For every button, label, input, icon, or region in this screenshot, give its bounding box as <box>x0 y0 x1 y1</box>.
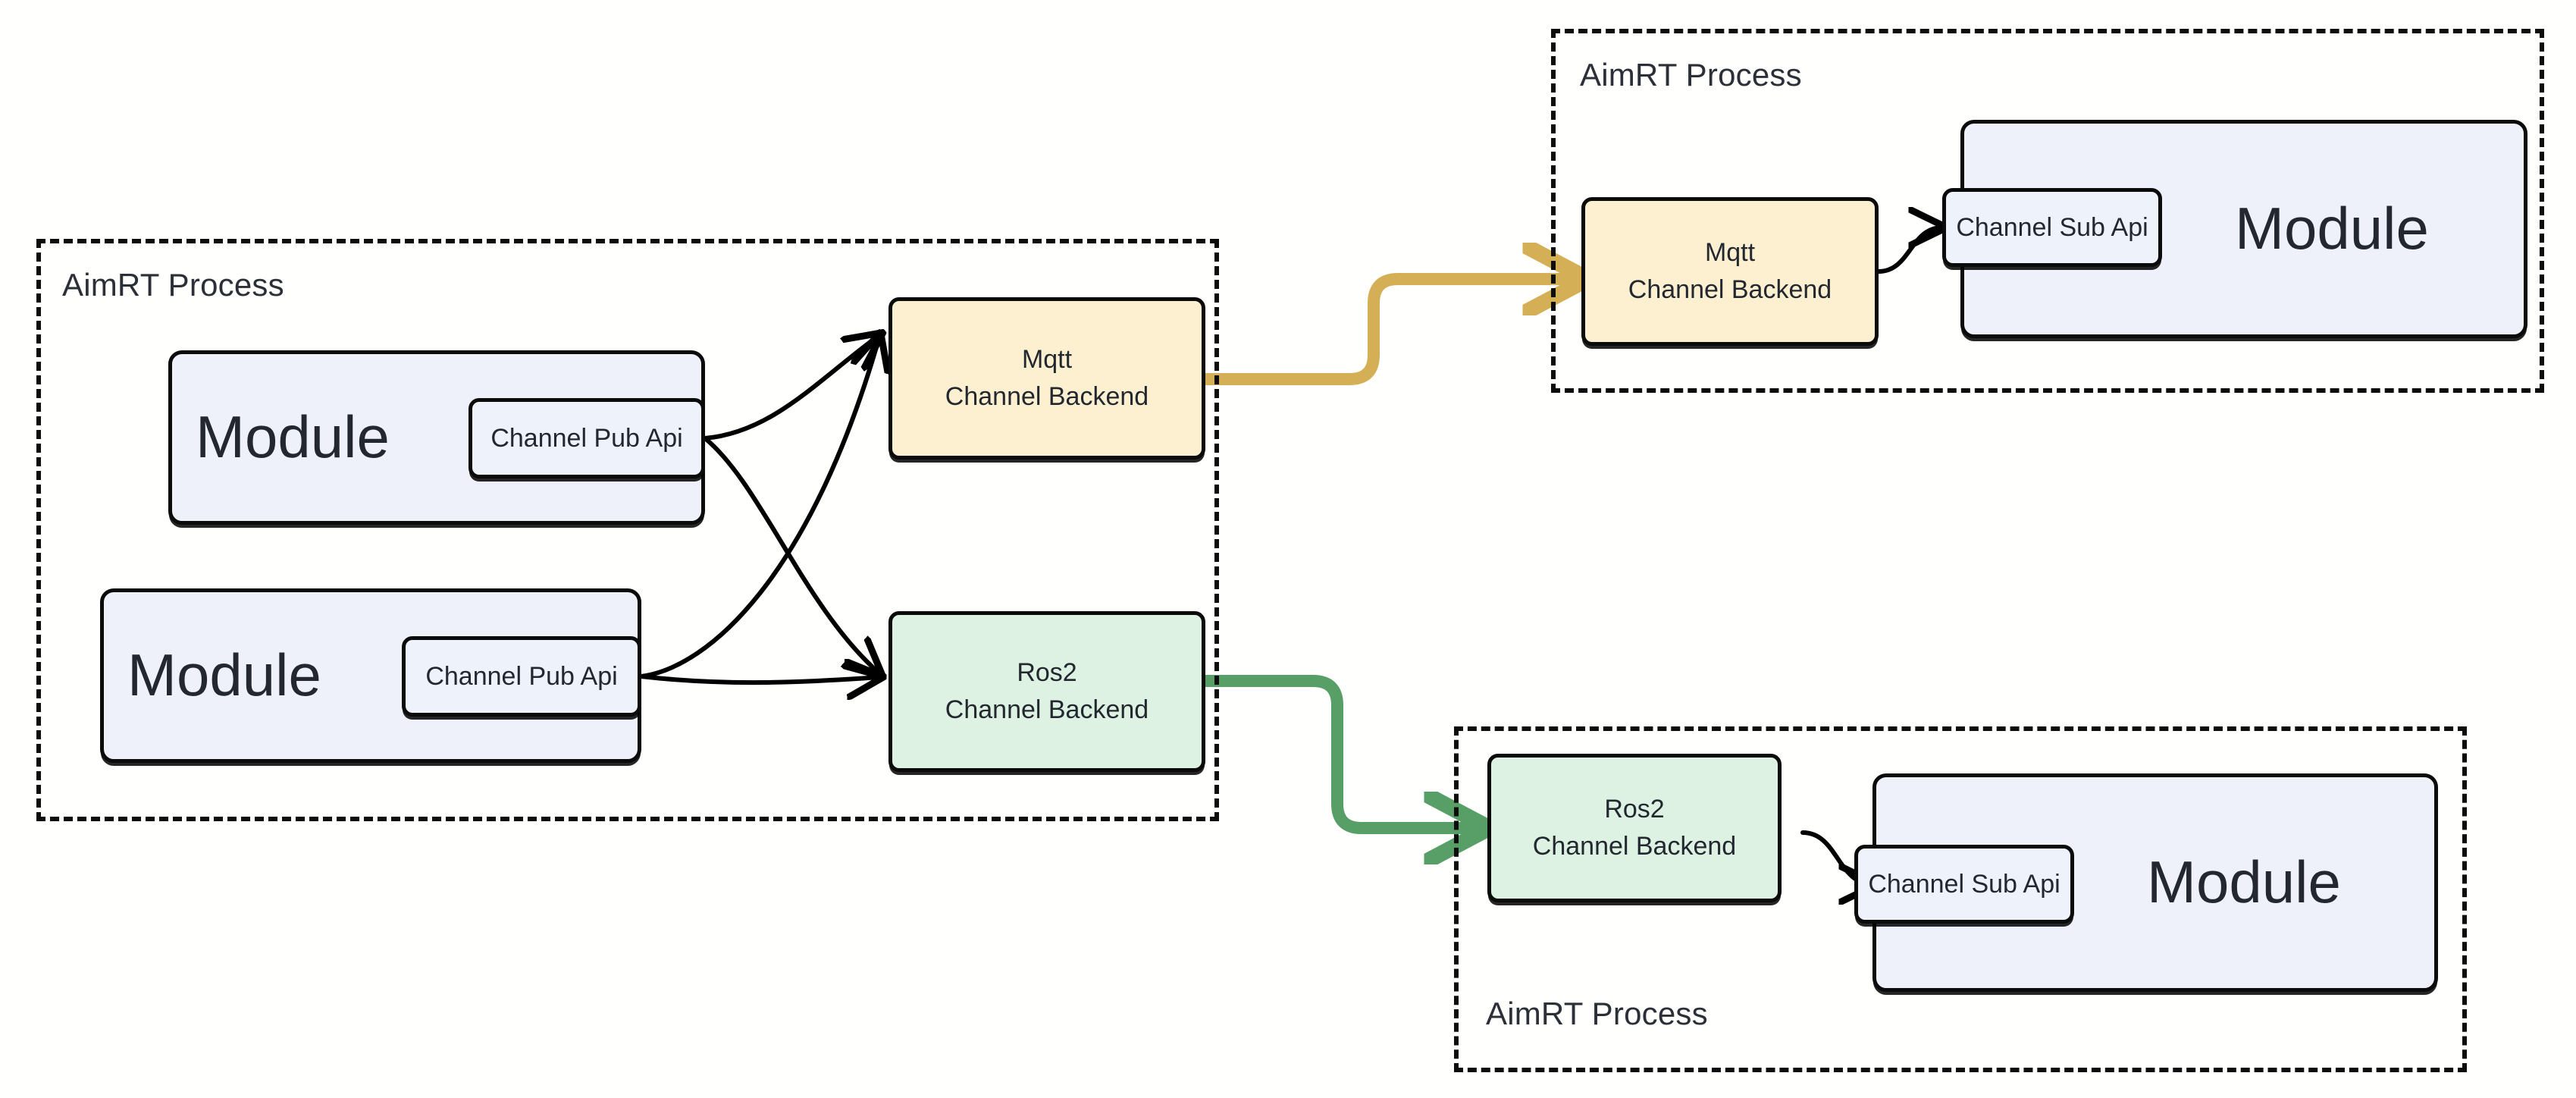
ros2-sub-module-label: Module <box>2147 849 2341 915</box>
wire-mqtt-cross-process <box>1199 279 1578 385</box>
pub-module-2-api-label: Channel Pub Api <box>425 661 618 691</box>
mqtt-backend-pub-subtitle: Channel Backend <box>945 382 1149 411</box>
ros2-backend-sub-name: Ros2 <box>1604 794 1665 824</box>
ros2-channel-backend-pub[interactable]: Ros2 Channel Backend <box>888 611 1205 772</box>
ros2-backend-pub-subtitle: Channel Backend <box>945 695 1149 724</box>
process-ros2-subscriber <box>1454 726 2467 1072</box>
process-mqtt-subscriber-label: AimRT Process <box>1580 57 1802 93</box>
mqtt-sub-api-label: Channel Sub Api <box>1956 212 2148 242</box>
process-mqtt-subscriber <box>1551 29 2544 393</box>
ros2-sub-api-label: Channel Sub Api <box>1868 869 2060 899</box>
pub-module-1-api-label: Channel Pub Api <box>490 423 683 453</box>
wire-ros2-cross-process <box>1199 675 1480 828</box>
pub-module-2-channel-pub-api[interactable]: Channel Pub Api <box>402 636 641 717</box>
mqtt-channel-backend-sub[interactable]: Mqtt Channel Backend <box>1581 197 1879 346</box>
mqtt-backend-sub-name: Mqtt <box>1704 237 1756 267</box>
process-publisher <box>36 239 1219 821</box>
mqtt-sub-module-label: Module <box>2235 195 2429 262</box>
mqtt-backend-pub-name: Mqtt <box>1021 344 1073 374</box>
mqtt-sub-module[interactable] <box>1960 120 2527 338</box>
ros2-sub-channel-sub-api[interactable]: Channel Sub Api <box>1854 845 2074 924</box>
mqtt-channel-backend-pub[interactable]: Mqtt Channel Backend <box>888 297 1205 460</box>
pub-module-1-label: Module <box>196 403 390 470</box>
ros2-backend-sub-subtitle: Channel Backend <box>1532 832 1737 861</box>
ros2-backend-pub-name: Ros2 <box>1017 657 1077 687</box>
pub-module-2-label: Module <box>127 642 321 708</box>
pub-module-1-channel-pub-api[interactable]: Channel Pub Api <box>469 398 705 478</box>
mqtt-backend-sub-subtitle: Channel Backend <box>1628 275 1832 304</box>
process-publisher-label: AimRT Process <box>62 267 284 303</box>
ros2-channel-backend-sub[interactable]: Ros2 Channel Backend <box>1487 754 1782 902</box>
process-ros2-subscriber-label: AimRT Process <box>1486 996 1708 1031</box>
mqtt-sub-channel-sub-api[interactable]: Channel Sub Api <box>1942 188 2162 267</box>
